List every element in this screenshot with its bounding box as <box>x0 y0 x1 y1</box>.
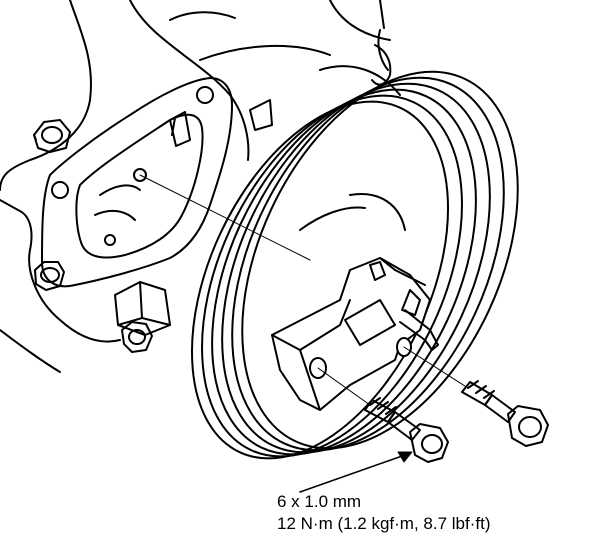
crankshaft-pulley <box>190 70 519 460</box>
bolt-front <box>364 397 449 463</box>
gasket-plate <box>41 77 233 288</box>
sensor-bolt <box>121 321 153 353</box>
nut-top-left <box>33 119 71 153</box>
bolt-rear <box>461 380 549 447</box>
bolt-size-label: 6 x 1.0 mm <box>277 492 362 511</box>
alignment-lines <box>139 174 469 406</box>
engine-block-outline <box>0 0 401 373</box>
torque-spec-label: 12 N·m (1.2 kgf·m, 8.7 lbf·ft) <box>277 514 491 533</box>
nut-bottom-left <box>34 261 65 291</box>
locking-pin <box>399 309 439 351</box>
sensor-housing <box>114 281 171 336</box>
bracket-assembly <box>271 257 431 411</box>
callout-arrow <box>299 451 413 493</box>
